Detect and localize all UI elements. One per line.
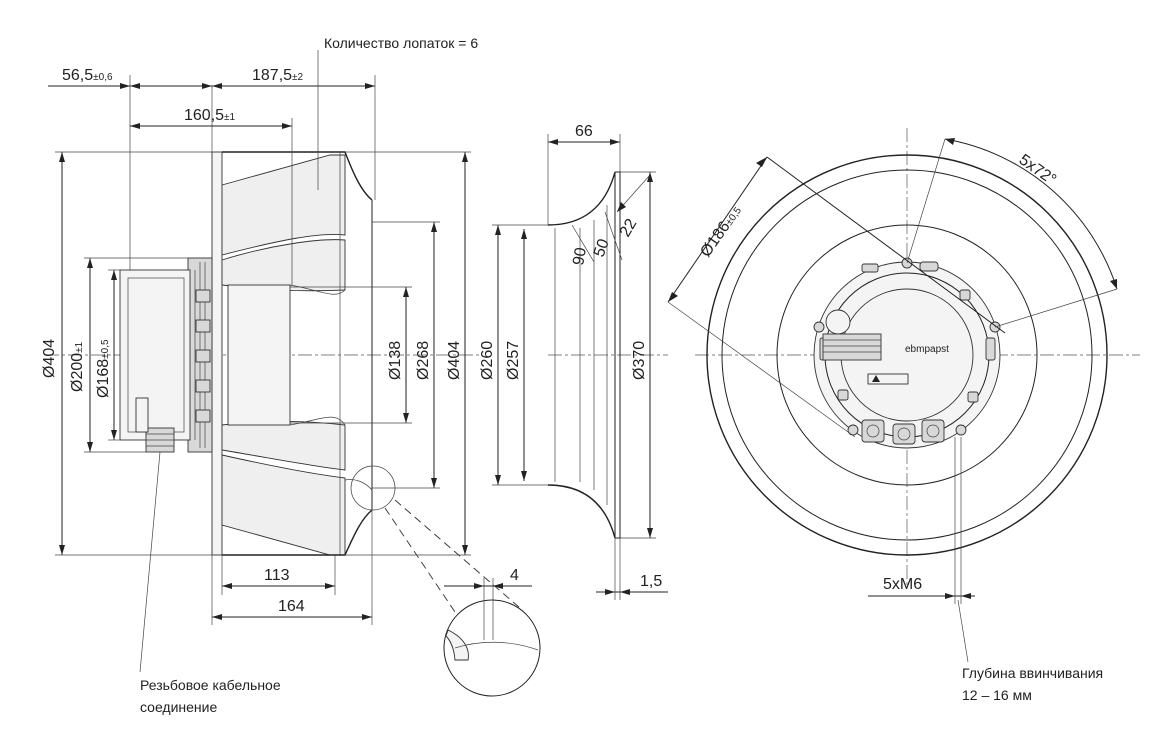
detail-leader-1 — [384, 507, 456, 613]
capacitor — [825, 309, 851, 335]
dim-164: 164 — [278, 598, 305, 615]
inlet-lip-detail — [344, 479, 373, 491]
motor-fins — [194, 262, 211, 448]
dim-d257: Ø257 — [505, 341, 522, 380]
angle-ref-line-2 — [994, 288, 1118, 328]
cable-gland-note-2: соединение — [140, 699, 217, 715]
cable-gland — [135, 397, 175, 453]
dim-line-1-5 — [596, 538, 668, 600]
brand-logo: ebmpapst — [905, 344, 949, 355]
dim-90: 90 — [570, 246, 590, 267]
dim-113: 113 — [264, 567, 290, 584]
nozzle-view: 66 22 50 90 Ø260 Ø257 — [479, 123, 668, 600]
dim-line-d257 — [521, 229, 527, 481]
blade-lower-2 — [221, 454, 346, 556]
dim-d186: Ø186±0,5 — [697, 202, 745, 260]
screw-depth-note-1: Глубина ввинчивания — [962, 665, 1103, 681]
front-view: ebmpapst Ø186±0,5 5x72° — [667, 128, 1140, 703]
dim-22: 22 — [617, 216, 641, 240]
outer-ring — [706, 154, 1108, 556]
dim-5xm6: 5xM6 — [883, 576, 922, 593]
detail-leader-2 — [394, 499, 521, 609]
motor-housing — [119, 269, 191, 441]
blade-upper-1 — [221, 154, 346, 256]
screw-depth-note-2: 12 – 16 мм — [962, 687, 1032, 703]
angle-ref-line-1 — [906, 138, 946, 264]
dim-56-5: 56,5±0,6 — [62, 67, 113, 84]
hub-curve-bottom — [289, 416, 346, 426]
dim-d404-left: Ø404 — [41, 339, 58, 378]
dim-line-d404-left — [55, 151, 212, 556]
dim-d268: Ø268 — [415, 341, 432, 380]
dim-187-5: 187,5±2 — [252, 67, 304, 84]
dim-d260: Ø260 — [479, 341, 496, 380]
dim-line-5xm6 — [868, 437, 975, 604]
side-view: 56,5±0,6 187,5±2 160,5±1 Количество лопа… — [41, 35, 541, 715]
angle-arrow-start — [945, 138, 955, 145]
dim-d168: Ø168±0,5 — [95, 339, 112, 398]
dim-d138: Ø138 — [387, 341, 404, 380]
cooling-fins — [822, 333, 882, 361]
bolt-holes — [813, 257, 1001, 436]
dim-line-d370 — [620, 171, 656, 539]
dim-line-d404-right — [345, 151, 471, 556]
dim-line-top — [48, 75, 376, 270]
dim-66: 66 — [575, 123, 593, 140]
dim-50: 50 — [591, 237, 613, 260]
dim-d200: Ø200±1 — [69, 341, 86, 392]
dim-4: 4 — [510, 567, 519, 584]
dim-line-160 — [130, 118, 293, 285]
radius-90-leader — [571, 224, 595, 263]
dim-line-d168 — [108, 269, 120, 441]
dim-line-d138 — [290, 286, 412, 424]
nozzle-profile-bottom — [547, 484, 616, 539]
flange-plate — [211, 151, 223, 556]
dim-line-d200 — [84, 257, 188, 453]
dim-1-5: 1,5 — [640, 573, 662, 590]
dim-5x72: 5x72° — [1016, 151, 1059, 188]
blades-note: Количество лопаток = 6 — [324, 35, 478, 51]
fin-lines — [823, 339, 881, 353]
warning-icon — [872, 375, 880, 382]
nozzle-profile-top — [547, 171, 616, 226]
type-plate — [867, 373, 909, 385]
dim-line-d268 — [372, 221, 440, 489]
middle-ring — [776, 224, 1038, 486]
cable-gland-note-1: Резьбовое кабельное — [140, 677, 281, 693]
dim-line-164 — [211, 510, 373, 625]
outer-ring-inner — [721, 169, 1093, 541]
rotor-hub — [227, 284, 291, 426]
dim-d404-right: Ø404 — [446, 341, 463, 380]
dim-line-d260 — [492, 224, 548, 486]
screw-depth-leader — [957, 599, 969, 663]
angle-arrow-end — [1110, 279, 1117, 289]
radius-22-arrow — [617, 202, 626, 212]
dim-line-66 — [547, 134, 621, 225]
dim-line-d186 — [667, 156, 1006, 438]
hub-curve-top — [289, 284, 346, 295]
dim-line-4 — [444, 578, 532, 600]
dim-d370: Ø370 — [631, 341, 648, 380]
cable-gland-leader — [139, 451, 161, 673]
dim-line-113 — [221, 555, 336, 595]
radius-50-leader — [604, 211, 623, 261]
front-cable-glands — [861, 419, 945, 445]
dim-160-5: 160,5±1 — [184, 107, 236, 124]
detail-enlarged — [443, 599, 541, 697]
angle-arc-72 — [944, 138, 1118, 290]
